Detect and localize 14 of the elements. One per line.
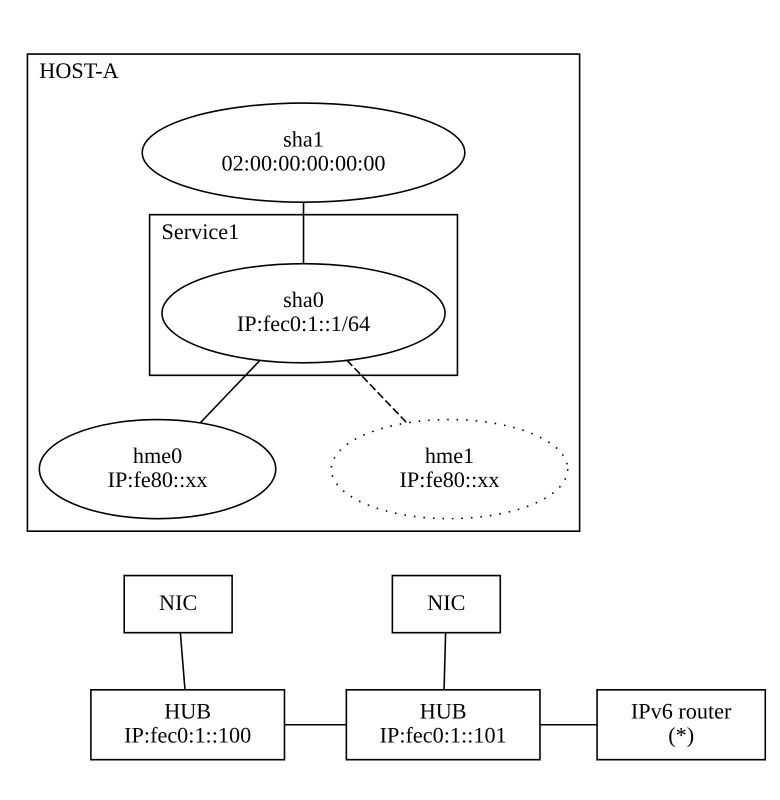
connector bbox=[284, 723, 346, 726]
connector bbox=[302, 202, 304, 264]
node-box: HUB IP:fec0:1::100 bbox=[90, 688, 286, 760]
node-box: HUB IP:fec0:1::101 bbox=[346, 688, 541, 760]
node-box: NIC bbox=[392, 574, 502, 633]
node-box: IPv6 router (*) bbox=[596, 688, 766, 760]
connector bbox=[180, 632, 186, 690]
node-ellipse: sha1 02:00:00:00:00:00 bbox=[141, 102, 466, 202]
node-ellipse: sha0 IP:fec0:1::1/64 bbox=[161, 262, 446, 364]
node-ellipse: hme1 IP:fe80::xx bbox=[330, 418, 568, 519]
node-ellipse: hme0 IP:fe80::xx bbox=[38, 418, 277, 519]
connector bbox=[443, 632, 446, 690]
connector bbox=[540, 723, 597, 726]
node-box: NIC bbox=[123, 574, 233, 633]
